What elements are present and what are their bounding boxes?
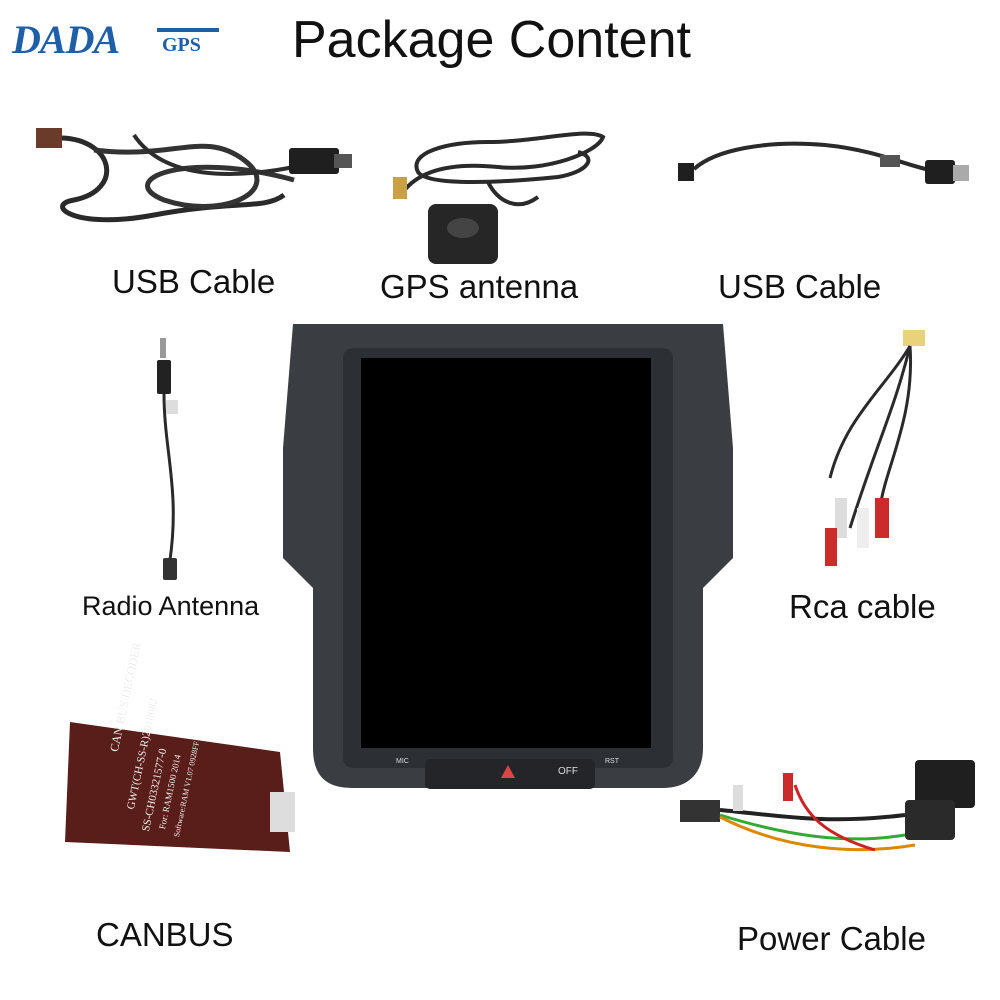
rca-cable-image bbox=[805, 328, 935, 568]
mic-label: MIC bbox=[396, 758, 409, 765]
power-cable-image bbox=[675, 755, 995, 885]
logo-subtext: GPS bbox=[162, 34, 201, 56]
gps-antenna-image bbox=[388, 122, 613, 272]
canbus-label: CANBUS bbox=[96, 916, 234, 953]
rst-label: RST bbox=[605, 758, 619, 765]
rca-cable-label: Rca cable bbox=[789, 588, 936, 625]
logo-text: DADA bbox=[12, 17, 120, 62]
usb-cable-1-image bbox=[34, 120, 354, 235]
canbus-box-image bbox=[60, 712, 300, 862]
page-title: Package Content bbox=[292, 11, 691, 69]
power-cable-label: Power Cable bbox=[737, 920, 926, 957]
usb-cable-2-image bbox=[675, 135, 975, 195]
off-button-label: OFF bbox=[558, 766, 578, 777]
usb-cable-2-label: USB Cable bbox=[718, 268, 882, 305]
gps-antenna-label: GPS antenna bbox=[380, 268, 579, 305]
usb-cable-1-label: USB Cable bbox=[112, 263, 276, 300]
head-unit-device bbox=[283, 318, 733, 800]
logo-stripe bbox=[157, 28, 219, 32]
radio-antenna-label: Radio Antenna bbox=[82, 591, 260, 621]
brand-logo: DADA GPS bbox=[12, 14, 219, 62]
radio-antenna-image bbox=[150, 330, 190, 590]
